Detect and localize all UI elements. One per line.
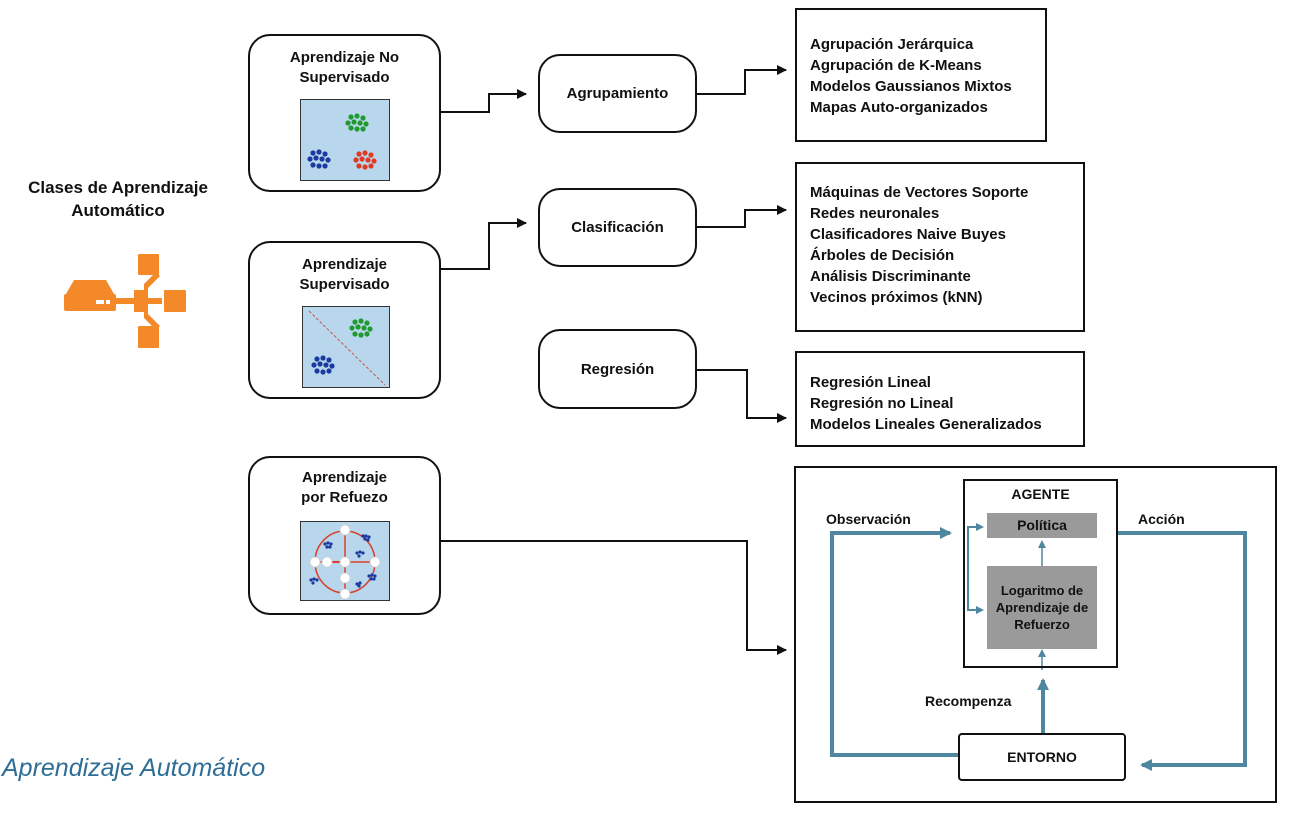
list-item: Agrupación Jerárquica <box>810 36 974 53</box>
list-item: Árboles de Decisión <box>810 247 955 264</box>
environment-label: ENTORNO <box>1007 749 1077 765</box>
observation-loop-line <box>830 527 958 757</box>
method-regression-label: Regresión <box>580 360 655 378</box>
rl-algorithm-box: Logaritmo de Aprendizaje de Refuerzo <box>987 566 1097 649</box>
method-classification: Clasificación <box>538 188 697 267</box>
category-supervised-label: Aprendizaje Supervisado <box>299 256 390 293</box>
list-item: Regresión Lineal <box>810 374 931 391</box>
policy-box: Política <box>987 513 1097 538</box>
category-supervised: Aprendizaje Supervisado <box>248 241 441 399</box>
unsupervised-cluster-image <box>300 99 390 181</box>
clustering-list-box: Agrupación Jerárquica Agrupación de K-Me… <box>795 8 1047 142</box>
list-item: Modelos Lineales Generalizados <box>810 416 1042 433</box>
regression-list-box: Regresión Lineal Regresión no Lineal Mod… <box>795 351 1085 447</box>
classification-list-box: Máquinas de Vectores Soporte Redes neuro… <box>795 162 1085 332</box>
category-reinforcement: Aprendizaje por Refuezo <box>248 456 441 615</box>
list-item: Clasificadores Naive Buyes <box>810 226 1006 243</box>
method-classification-label: Clasificación <box>571 219 664 236</box>
reward-label: Recompenza <box>925 693 1012 709</box>
category-unsupervised: Aprendizaje No Supervisado <box>248 34 441 192</box>
action-label: Acción <box>1138 511 1185 527</box>
method-clustering: Agrupamiento <box>538 54 697 133</box>
list-item: Agrupación de K-Means <box>810 57 982 74</box>
list-item: Modelos Gaussianos Mixtos <box>810 78 1012 95</box>
observation-label: Observación <box>826 511 911 527</box>
connector-regression-to-list <box>697 369 787 423</box>
list-item: Regresión no Lineal <box>810 395 954 412</box>
connector-clustering-to-list <box>697 65 787 95</box>
method-clustering-label: Agrupamiento <box>566 85 669 102</box>
supervised-classification-image <box>302 306 390 388</box>
connector-supervised-to-classification <box>441 218 527 270</box>
agent-label: AGENTE <box>1011 486 1070 502</box>
list-item: Análisis Discriminante <box>810 268 971 285</box>
connector-unsupervised-to-clustering <box>441 89 527 113</box>
environment-box: ENTORNO <box>958 733 1126 781</box>
list-item: Vecinos próximos (kNN) <box>810 289 983 306</box>
connector-classification-to-list <box>697 205 787 228</box>
category-unsupervised-label: Aprendizaje No Supervisado <box>289 49 400 86</box>
caption: Aprendizaje Automático <box>2 754 266 782</box>
network-server-icon <box>64 254 186 348</box>
connector-reinforcement-to-rl <box>441 540 787 655</box>
list-item: Redes neuronales <box>810 205 940 222</box>
list-item: Máquinas de Vectores Soporte <box>810 184 1029 201</box>
rl-diagram-frame <box>794 466 1277 803</box>
reinforcement-graph-image <box>300 521 390 601</box>
list-item: Mapas Auto-organizados <box>810 99 988 116</box>
agent-box: AGENTE <box>963 479 1118 668</box>
method-regression: Regresión <box>538 329 697 409</box>
category-reinforcement-label: Aprendizaje por Refuezo <box>301 469 388 506</box>
main-title: Clases de Aprendizaje Automático <box>28 178 208 220</box>
action-loop-line <box>1118 531 1247 771</box>
